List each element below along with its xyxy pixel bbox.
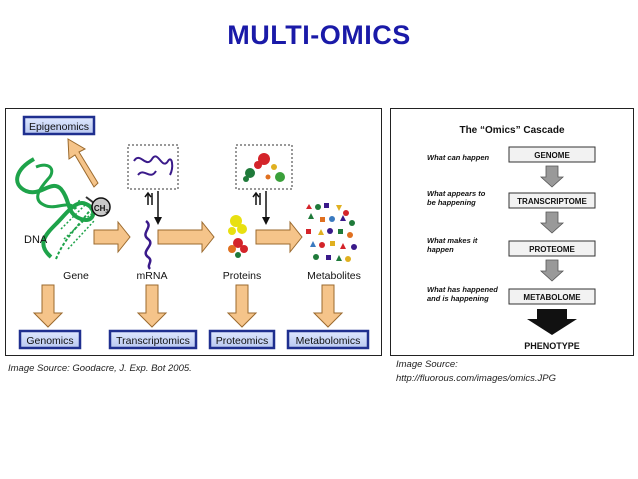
genomics-box: [18, 329, 82, 350]
phenotype-label: PHENOTYPE: [524, 341, 580, 351]
transcriptomics-label: Transcriptomics: [116, 335, 190, 347]
transcriptomics-box: [108, 329, 198, 350]
transcriptome-label: TRANSCRIPTOME: [517, 197, 587, 206]
metabolome-label: METABOLOME: [523, 293, 581, 302]
proteome-label: PROTEOME: [529, 245, 575, 254]
gene-to-mrna-arrow: [93, 220, 131, 254]
omics-diagram: Epigenomics DNA CH3: [15, 115, 370, 350]
mrna-strand-icon: [133, 155, 174, 176]
question-2: What appears to be happening: [427, 189, 487, 207]
metabolome-box: [508, 288, 596, 305]
right-image-source-caption: Image Source: http://fluorous.com/images…: [396, 358, 626, 386]
question-3: What makes it happen: [427, 236, 480, 254]
mrna-exchange-arrows: [144, 191, 162, 225]
epigenomics-label: Epigenomics: [29, 121, 89, 133]
right-caption-line-2: http://fluorous.com/images/omics.JPG: [396, 373, 556, 384]
metabolites-label: Metabolites: [307, 270, 361, 282]
protein-cluster-icon: [228, 215, 248, 258]
mrna-dashed-box: [127, 144, 179, 190]
cascade-arrow-3: [539, 259, 565, 282]
omics-cascade-panel: The “Omics” Cascade What can happen GENO…: [390, 108, 634, 356]
metabolomics-down-arrow: [312, 284, 344, 328]
genome-label: GENOME: [534, 151, 570, 160]
question-1: What can happen: [427, 153, 490, 162]
mrna-label: mRNA: [137, 270, 168, 282]
genomics-label: Genomics: [26, 335, 73, 347]
proteomics-box: [208, 329, 276, 350]
cascade-arrow-2: [539, 211, 565, 234]
gene-label: Gene: [63, 270, 89, 282]
dna-helix-icon: [15, 157, 96, 260]
protein-cluster-top-icon: [243, 153, 285, 182]
mrna-to-proteins-arrow: [157, 220, 215, 254]
methyl-group-icon: [91, 197, 111, 217]
transcriptome-box: [508, 192, 596, 209]
proteomics-label: Proteomics: [216, 335, 269, 347]
metabolomics-label: Metabolomics: [296, 335, 361, 347]
question-4: What has happened and is happening: [427, 285, 500, 303]
proteomics-down-arrow: [226, 284, 258, 328]
left-image-source-caption: Image Source: Goodacre, J. Exp. Bot 2005…: [8, 363, 192, 374]
mrna-lower-strand-icon: [144, 220, 152, 270]
cascade-title: The “Omics” Cascade: [459, 125, 564, 136]
right-caption-line-1: Image Source:: [396, 359, 458, 370]
metabolomics-box: [286, 329, 370, 350]
methyl-label: CH3: [94, 204, 109, 215]
proteins-to-metabolites-arrow: [255, 220, 303, 254]
proteome-box: [508, 240, 596, 257]
transcriptomics-down-arrow: [136, 284, 168, 328]
epigenomics-box: [22, 115, 96, 136]
metabolites-scatter-icon: [306, 203, 357, 262]
omics-cascade-diagram: The “Omics” Cascade What can happen GENO…: [427, 125, 596, 351]
dna-label: DNA: [24, 234, 48, 246]
omics-diagram-panel: Epigenomics DNA CH3: [5, 108, 382, 356]
proteins-dashed-box: [235, 144, 293, 190]
proteins-exchange-arrows: [252, 191, 270, 225]
phenotype-arrow: [527, 309, 577, 335]
genome-box: [508, 146, 596, 163]
genomics-down-arrow: [32, 284, 64, 328]
cascade-arrow-1: [539, 165, 565, 188]
epigenomics-arrow: [67, 138, 99, 188]
page-title: MULTI-OMICS: [227, 20, 411, 50]
proteins-label: Proteins: [223, 270, 262, 282]
